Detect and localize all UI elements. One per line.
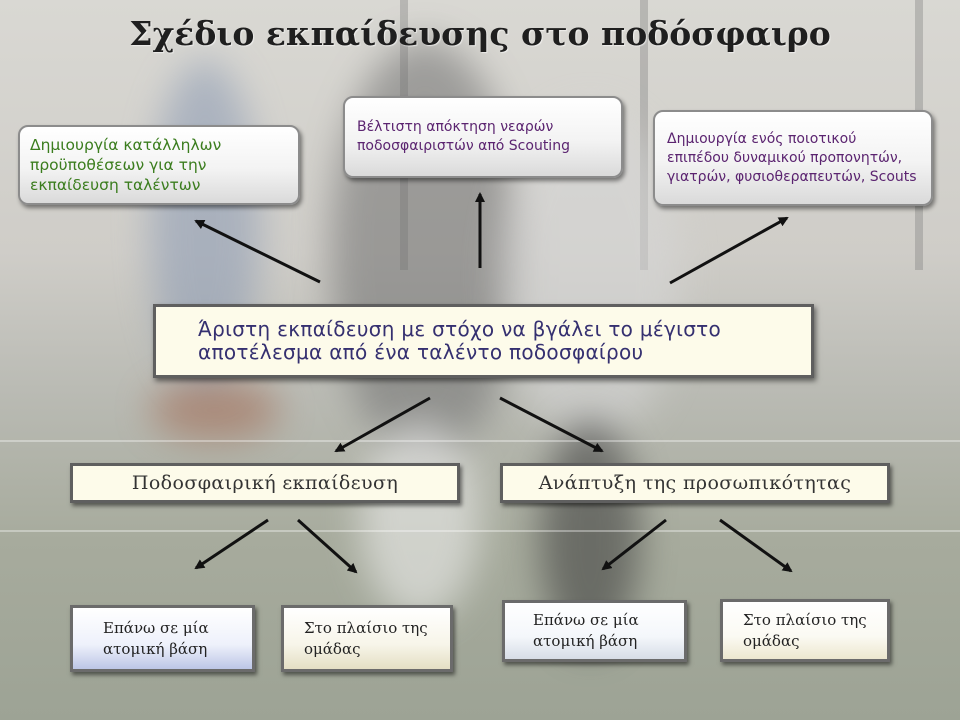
box-personality-development-text: Ανάπτυξη της προσωπικότητας (538, 472, 852, 494)
box-staff-quality-text: Δημιουργία ενός ποιοτικού επιπέδου δυναμ… (667, 130, 917, 185)
arrow-to-staff-quality (669, 216, 789, 285)
box-football-training-text: Ποδοσφαιρική εκπαίδευση (131, 472, 399, 494)
box-individual-1-text: Επάνω σε μία ατομική βάση (103, 618, 209, 658)
page-title: Σχέδιο εκπαίδευσης στο ποδόσφαιρο (129, 14, 831, 53)
arrow-to-individual-1 (194, 518, 269, 570)
box-individual-1: Επάνω σε μία ατομική βάση (70, 605, 255, 672)
box-excellent-training-text: Άριστη εκπαίδευση με στόχο να βγάλει το … (198, 317, 722, 364)
box-talent-conditions: Δημιουργία κατάλληλων προϋποθέσεων για τ… (18, 125, 300, 205)
box-individual-2-text: Επάνω σε μία ατομική βάση (533, 611, 639, 650)
box-scouting-text: Βέλτιστη απόκτηση νεαρών ποδοσφαιριστών … (357, 119, 570, 154)
box-talent-conditions-text: Δημιουργία κατάλληλων προϋποθέσεων για τ… (30, 136, 222, 194)
arrow-to-team-2 (719, 518, 793, 573)
box-football-training: Ποδοσφαιρική εκπαίδευση (70, 463, 460, 503)
box-scouting: Βέλτιστη απόκτηση νεαρών ποδοσφαιριστών … (343, 96, 623, 178)
arrow-to-individual-2 (601, 518, 667, 571)
arrow-to-talent-conditions (194, 219, 321, 284)
box-staff-quality: Δημιουργία ενός ποιοτικού επιπέδου δυναμ… (653, 110, 933, 206)
arrow-to-football-training (334, 396, 431, 453)
box-personality-development: Ανάπτυξη της προσωπικότητας (500, 463, 890, 503)
box-team-2: Στο πλαίσιο της ομάδας (720, 599, 890, 662)
box-team-1-text: Στο πλαίσιο της ομάδας (304, 618, 428, 658)
arrow-to-team-1 (296, 518, 358, 574)
box-team-2-text: Στο πλαίσιο της ομάδας (743, 610, 867, 650)
arrow-to-personality-development (499, 396, 604, 453)
box-individual-2: Επάνω σε μία ατομική βάση (502, 600, 687, 662)
box-excellent-training: Άριστη εκπαίδευση με στόχο να βγάλει το … (153, 304, 814, 378)
box-team-1: Στο πλαίσιο της ομάδας (281, 605, 453, 672)
